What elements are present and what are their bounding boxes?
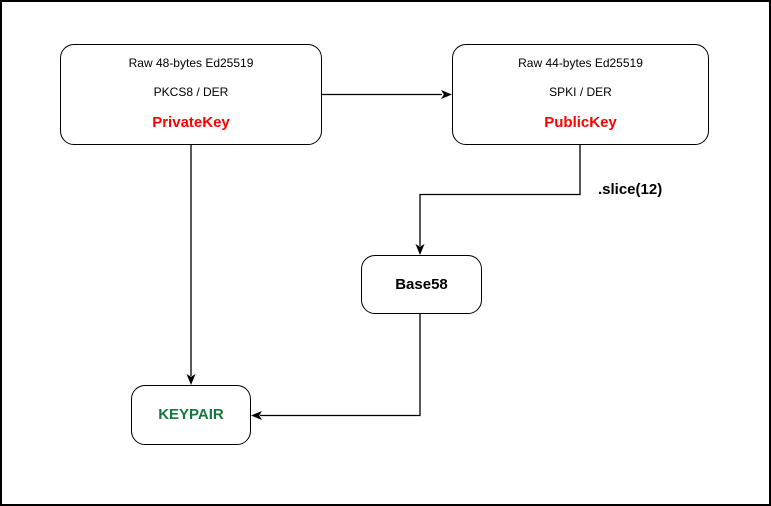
node-base58: Base58 bbox=[361, 255, 482, 314]
arrowhead-down-keypair-icon bbox=[186, 374, 196, 385]
public-key-encoding-label: SPKI / DER bbox=[549, 85, 612, 99]
node-keypair: KEYPAIR bbox=[131, 385, 251, 445]
keypair-title: KEYPAIR bbox=[158, 406, 224, 423]
edge-publickey-to-base58 bbox=[419, 145, 581, 246]
slice-edge-label: .slice(12) bbox=[598, 181, 663, 198]
base58-title: Base58 bbox=[395, 275, 448, 293]
private-key-encoding-label: PKCS8 / DER bbox=[153, 85, 229, 99]
private-key-format-label: Raw 48-bytes Ed25519 bbox=[128, 56, 254, 70]
private-key-title: PrivateKey bbox=[152, 114, 230, 131]
public-key-format-label: Raw 44-bytes Ed25519 bbox=[518, 56, 643, 70]
public-key-title: PublicKey bbox=[544, 114, 617, 131]
edge-base58-to-keypair bbox=[260, 314, 421, 417]
node-public-key: Raw 44-bytes Ed25519 SPKI / DER PublicKe… bbox=[452, 44, 709, 145]
arrowhead-right-icon bbox=[441, 90, 452, 99]
arrowhead-left-icon bbox=[251, 411, 262, 420]
arrowhead-down-base58-icon bbox=[415, 244, 425, 255]
node-private-key: Raw 48-bytes Ed25519 PKCS8 / DER Private… bbox=[60, 44, 322, 145]
